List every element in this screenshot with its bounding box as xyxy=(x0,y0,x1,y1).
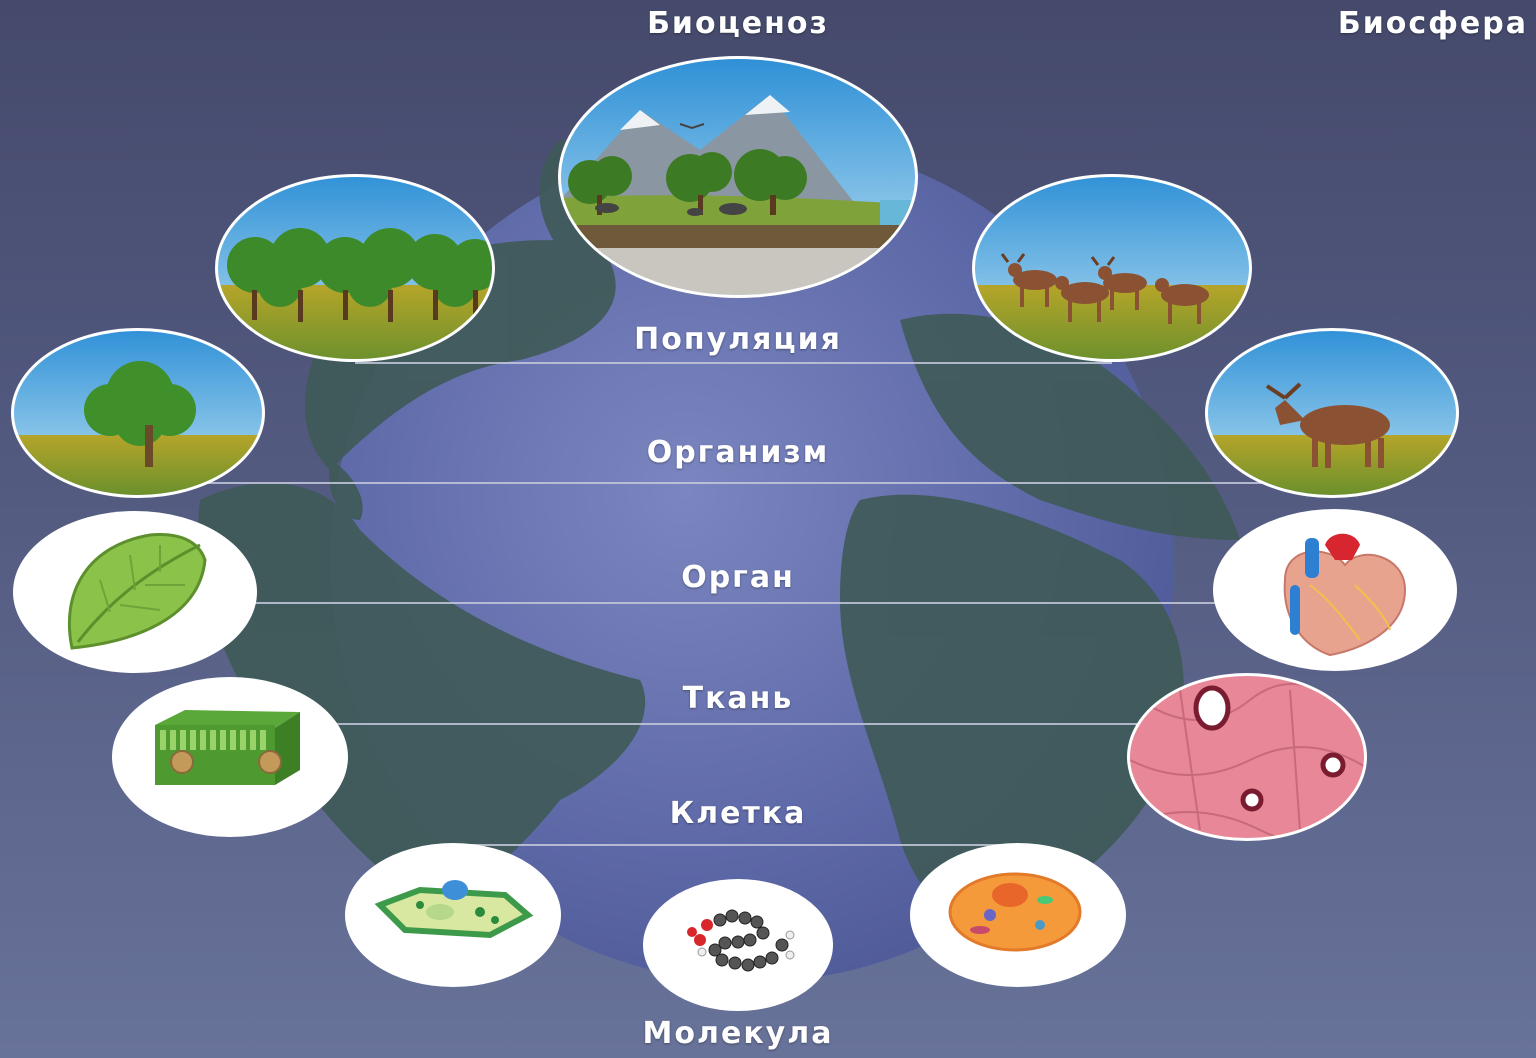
tissue-label: Ткань xyxy=(683,681,794,716)
organism-label: Организм xyxy=(647,435,830,470)
molecule-label: Молекула xyxy=(643,1016,834,1051)
leaf-icon xyxy=(13,511,257,673)
organ-label: Орган xyxy=(681,560,795,595)
biocenosis-label: Биоценоз xyxy=(647,6,829,41)
population-label: Популяция xyxy=(634,322,842,357)
plant-cell-icon xyxy=(345,843,561,987)
animal-cell-icon xyxy=(910,843,1126,987)
cell-label: Клетка xyxy=(670,796,807,831)
single-moose-icon xyxy=(1205,325,1465,505)
biosphere-label: Биосфера xyxy=(1338,6,1528,41)
molecule-icon xyxy=(643,879,833,1011)
leaf-tissue-icon xyxy=(112,677,348,837)
heart-icon xyxy=(1213,509,1457,671)
single-tree-icon xyxy=(10,325,270,505)
